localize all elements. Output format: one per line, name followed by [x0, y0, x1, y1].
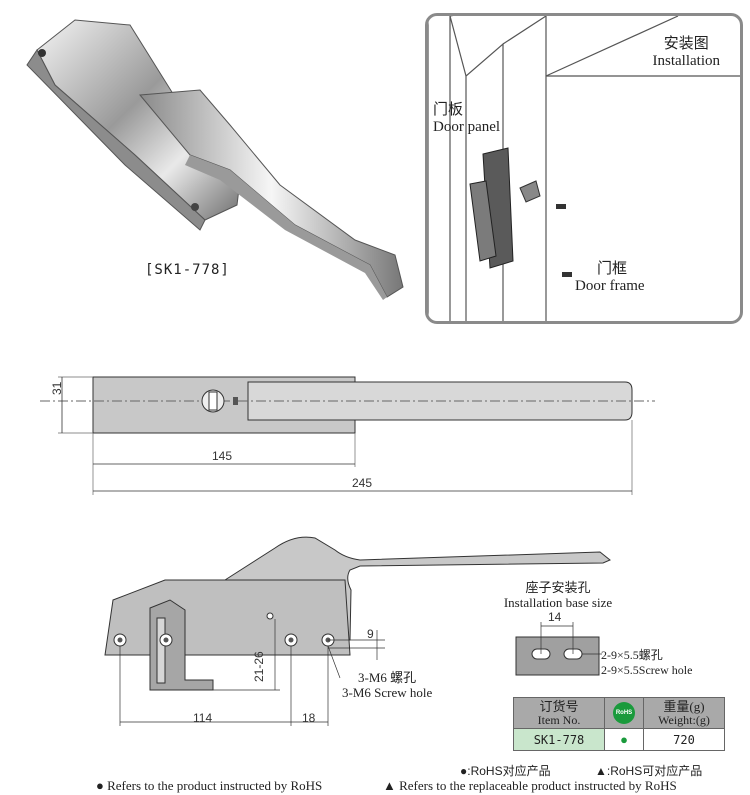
installation-title-cn: 安装图 — [663, 36, 709, 52]
dim-base-145: 145 — [212, 449, 233, 463]
door-frame-label-cn: 门框 — [597, 261, 628, 277]
side-view-drawing — [104, 536, 611, 726]
installation-drawing — [428, 16, 740, 321]
header-rohs: RoHS — [604, 697, 644, 729]
dim-114: 114 — [193, 711, 213, 725]
installation-title-en: Installation — [652, 53, 721, 69]
slot-hole-label-en: 2-9×5.5Screw hole — [601, 663, 693, 677]
door-panel-label-cn: 门板 — [433, 102, 464, 118]
door-frame-label-en: Door frame — [575, 278, 645, 294]
base-title-en: Installation base size — [503, 595, 613, 610]
installation-panel: 安装图 Installation 门板 Door panel 门框 Door f… — [425, 13, 743, 324]
cell-item-no: SK1-778 — [513, 728, 605, 751]
legend-rohs-cn: ●:RoHS对应产品 — [460, 764, 551, 778]
cell-weight: 720 — [643, 728, 725, 751]
dim-21-26: 21-26 — [252, 651, 266, 682]
cell-rohs: ● — [604, 728, 644, 751]
spec-table: 订货号 Item No. RoHS 重量(g) Weight:(g) SK1-7… — [513, 697, 725, 751]
slot-hole-label-cn: 2-9×5.5螺孔 — [601, 648, 663, 662]
header-weight: 重量(g) Weight:(g) — [643, 697, 725, 729]
dim-18: 18 — [302, 711, 316, 725]
dim-14: 14 — [548, 610, 562, 624]
model-label: [SK1-778] — [145, 262, 230, 278]
legend-rohs-replaceable-en: ▲ Refers to the replaceable product inst… — [383, 778, 677, 793]
legend-rohs-replaceable-cn: ▲:RoHS可对应产品 — [595, 764, 703, 778]
dim-height-31: 31 — [50, 381, 64, 395]
rohs-icon: RoHS — [613, 702, 635, 724]
dim-total-245: 245 — [352, 476, 373, 490]
screw-hole-label-en: 3-M6 Screw hole — [342, 685, 433, 700]
legend-rohs-en: ● Refers to the product instructed by Ro… — [96, 778, 323, 793]
door-panel-label-en: Door panel — [433, 119, 501, 135]
screw-hole-label-cn: 3-M6 螺孔 — [358, 670, 417, 685]
base-hole-drawing — [515, 622, 602, 676]
base-title-cn: 座子安装孔 — [525, 580, 591, 595]
top-view-drawing — [40, 376, 655, 495]
product-photo — [26, 19, 404, 300]
header-item-no: 订货号 Item No. — [513, 697, 605, 729]
dim-9: 9 — [367, 627, 374, 641]
